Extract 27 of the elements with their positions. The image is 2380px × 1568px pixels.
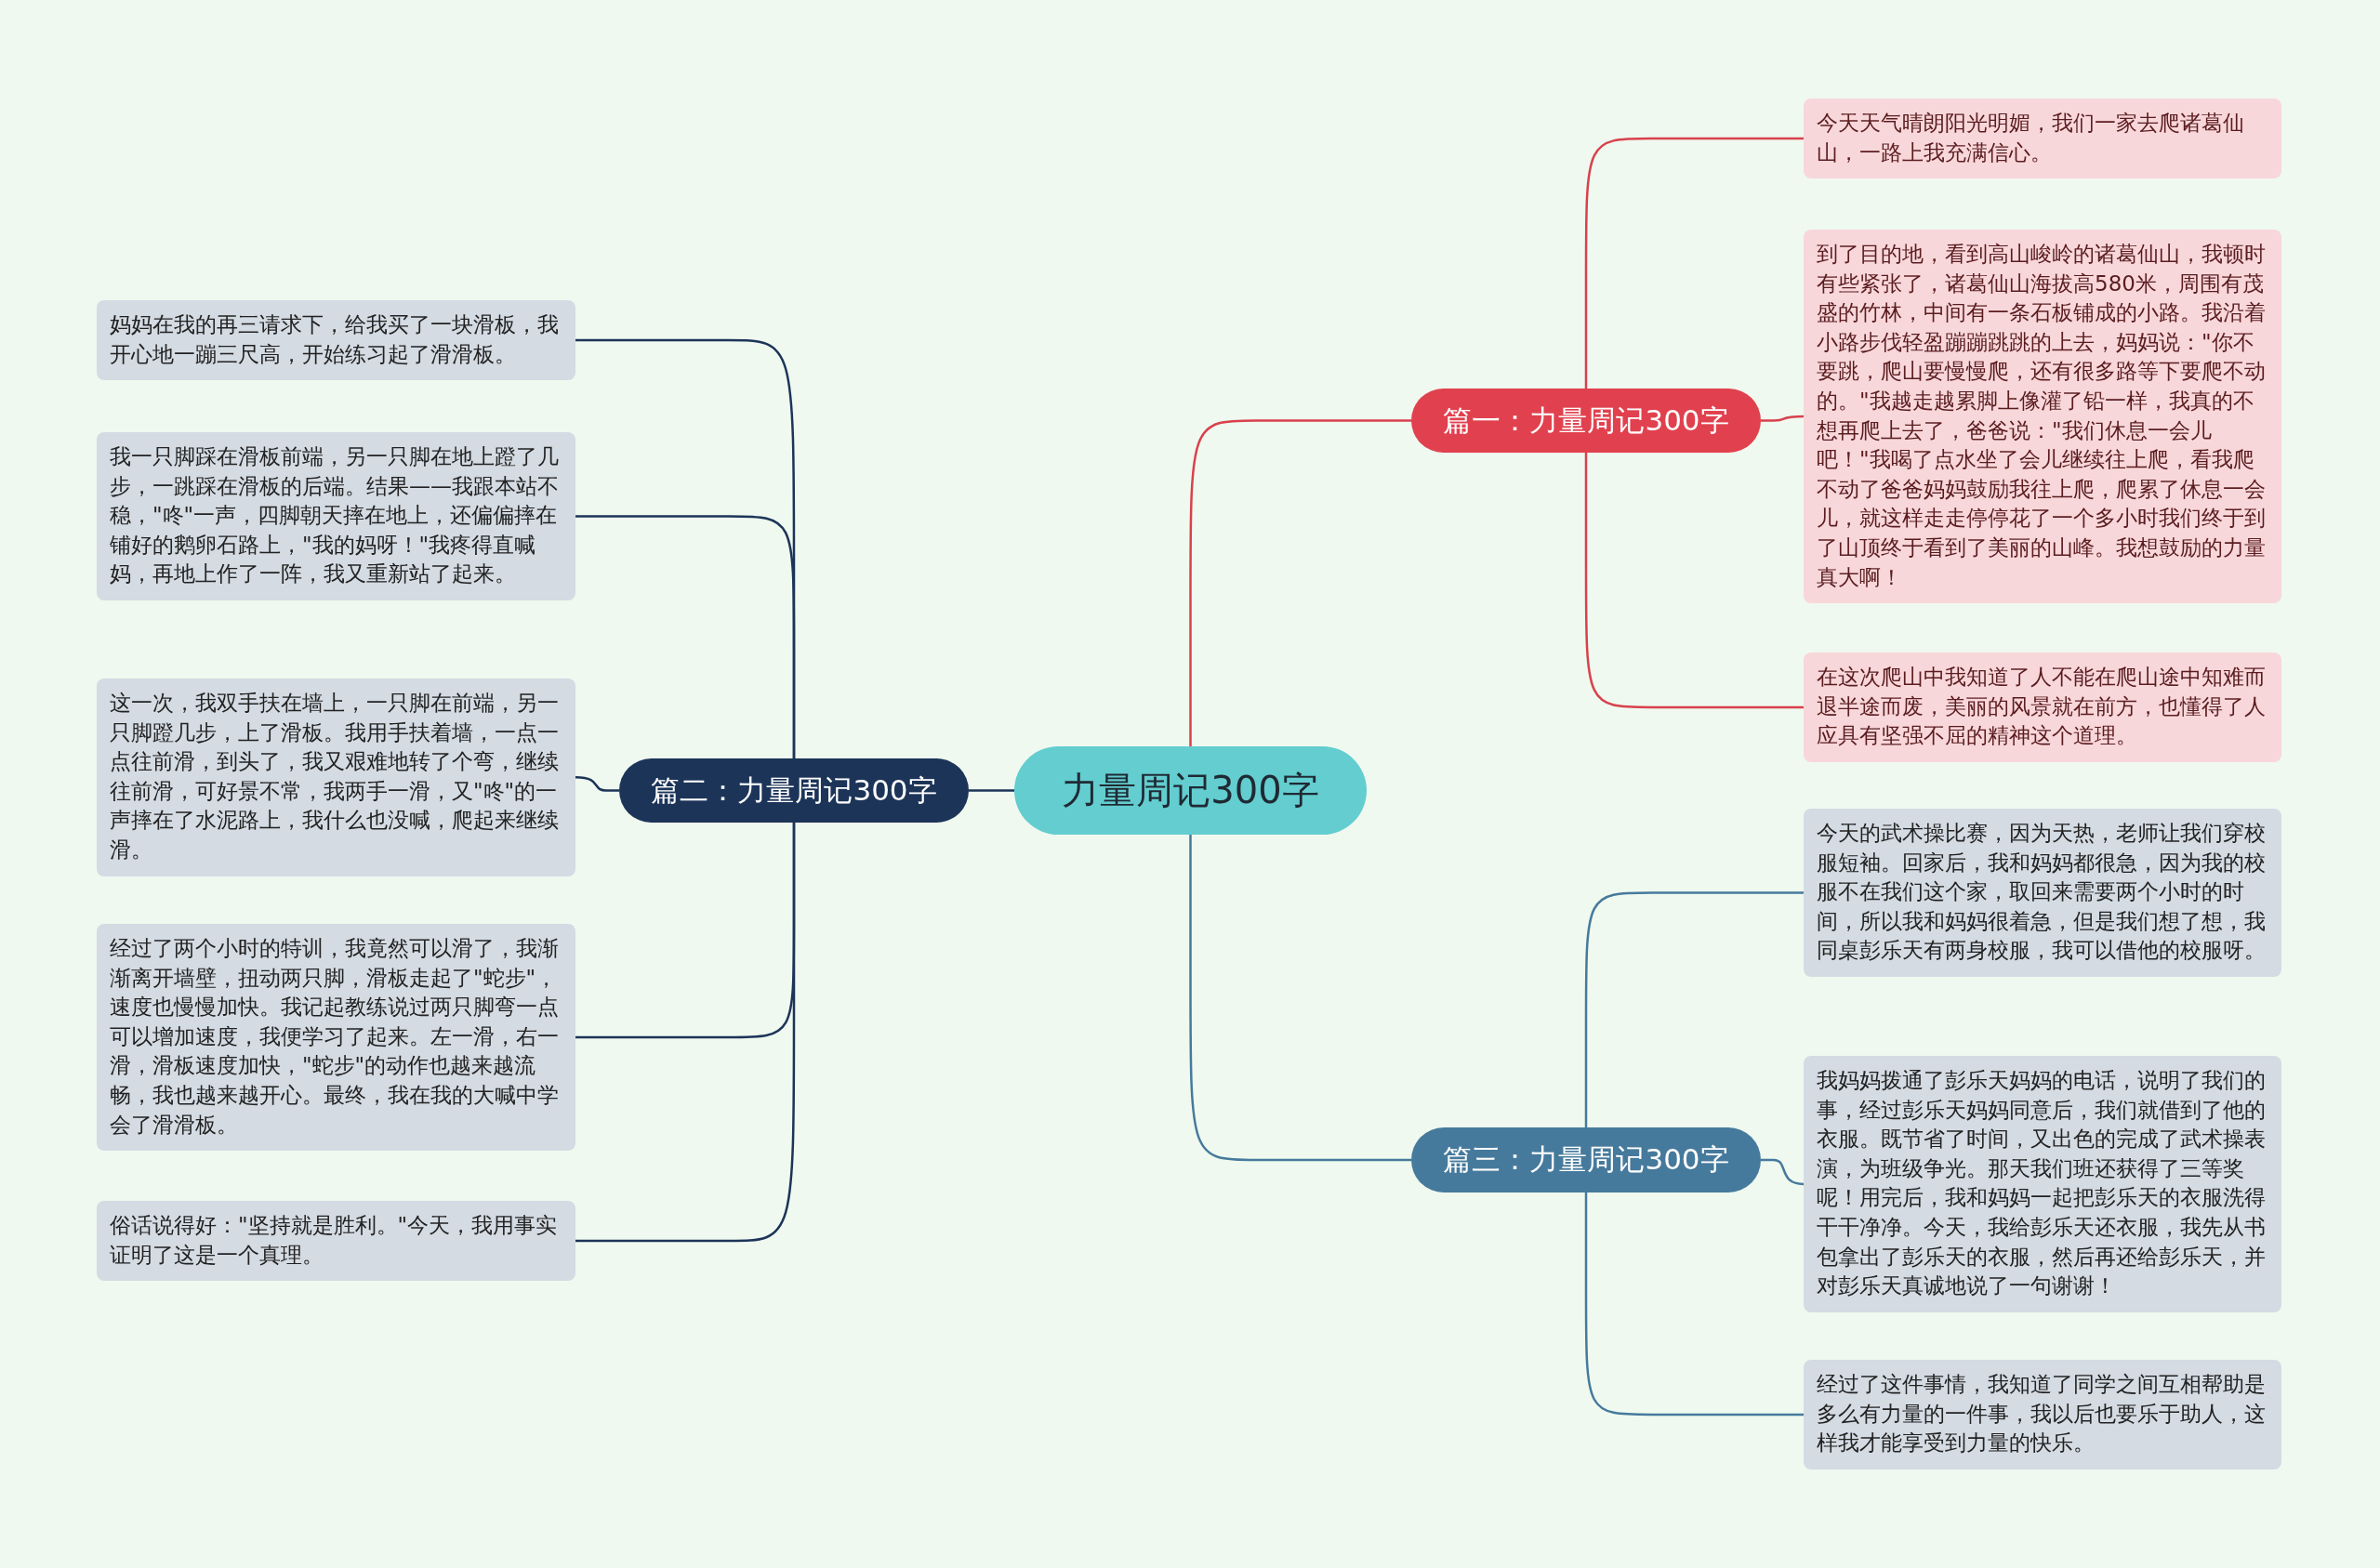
connector-line (575, 823, 796, 1243)
branch-topic: 篇一：力量周记300字 (1411, 389, 1761, 453)
connector-line (575, 776, 619, 792)
connector-line (1189, 835, 1411, 1162)
connector-line (1584, 891, 1804, 1127)
text-card: 我一只脚踩在滑板前端，另一只脚在地上蹬了几步，一跳踩在滑板的后端。结果——我跟本站不稳，"咚"一声，四脚朝天摔在地上，还偏偏摔在铺好的鹅卵石路上，"我的妈呀！"我疼得直喊妈，再地上作了一阵，我又重新站了起来。 (97, 432, 575, 600)
central-topic: 力量周记300字 (1014, 746, 1367, 835)
text-card: 今天天气晴朗阳光明媚，我们一家去爬诸葛仙山，一路上我充满信心。 (1804, 99, 2281, 179)
text-card: 俗话说得好："坚持就是胜利。"今天，我用事实证明了这是一个真理。 (97, 1201, 575, 1282)
connector-line (1761, 1158, 1805, 1186)
connector-line (1584, 1192, 1804, 1416)
connector-line (1189, 419, 1411, 746)
text-card: 今天的武术操比赛，因为天热，老师让我们穿校服短袖。回家后，我和妈妈都很急，因为我的校服不在我们这个家，取回来需要两个小时的时间，所以我和妈妈很着急，但是我们想了想，我同桌彭乐天有两身校服，我可以借他的校服呀。 (1804, 809, 2281, 977)
text-card: 经过了这件事情，我知道了同学之间互相帮助是多么有力量的一件事，我以后也要乐于助人，这样我才能享受到力量的快乐。 (1804, 1360, 2281, 1469)
connector-line (1761, 415, 1804, 422)
text-card: 经过了两个小时的特训，我竟然可以滑了，我渐渐离开墙壁，扭动两只脚，滑板走起了"蛇步"，速度也慢慢加快。我记起教练说过两只脚弯一点可以增加速度，我便学习了起来。左一滑，右一滑，滑板速度加快，"蛇步"的动作也越来越流畅，我也越来越开心。最终，我在我的大喊中学会了滑滑板。 (97, 924, 575, 1152)
text-card: 到了目的地，看到高山峻岭的诸葛仙山，我顿时有些紧张了，诸葛仙山海拔高580米，周围有茂盛的竹林，中间有一条石板铺成的小路。我沿着小路步伐轻盈蹦蹦跳跳的上去，妈妈说："你不要跳，爬山要慢慢爬，还有很多路等下要爬不动的。"我越走越累脚上像灌了铅一样，我真的不想再爬上去了，爸爸说："我们休息一会儿吧！"我喝了点水坐了会儿继续往上爬，看我爬不动了爸爸妈妈鼓励我往上爬，爬累了休息一会儿，就这样走走停停花了一个多小时我们终于到了山顶终于看到了美丽的山峰。我想鼓励的力量真大啊！ (1804, 230, 2281, 604)
text-card: 我妈妈拨通了彭乐天妈妈的电话，说明了我们的事，经过彭乐天妈妈同意后，我们就借到了他的衣服。既节省了时间，又出色的完成了武术操表演，为班级争光。那天我们班还获得了三等奖呢！用完后，我和妈妈一起把彭乐天的衣服洗得干干净净。今天，我给彭乐天还衣服，我先从书包拿出了彭乐天的衣服，然后再还给彭乐天，并对彭乐天真诚地说了一句谢谢！ (1804, 1056, 2281, 1312)
connector-line (1584, 137, 1804, 389)
connector-line (1584, 453, 1804, 709)
branch-topic: 篇二：力量周记300字 (619, 758, 969, 823)
text-card: 在这次爬山中我知道了人不能在爬山途中知难而退半途而废，美丽的风景就在前方，也懂得了人应具有坚强不屈的精神这个道理。 (1804, 652, 2281, 762)
text-card: 妈妈在我的再三请求下，给我买了一块滑板，我开心地一蹦三尺高，开始练习起了滑滑板。 (97, 300, 575, 381)
connector-line (575, 515, 796, 758)
text-card: 这一次，我双手扶在墙上，一只脚在前端，另一只脚蹬几步，上了滑板。我用手扶着墙，一点一点往前滑，到头了，我又艰难地转了个弯，继续往前滑，可好景不常，我两手一滑，又"咚"的一声摔在了水泥路上，我什么也没喊，爬起来继续滑。 (97, 679, 575, 876)
branch-topic: 篇三：力量周记300字 (1411, 1127, 1761, 1192)
connector-line (969, 789, 1014, 792)
